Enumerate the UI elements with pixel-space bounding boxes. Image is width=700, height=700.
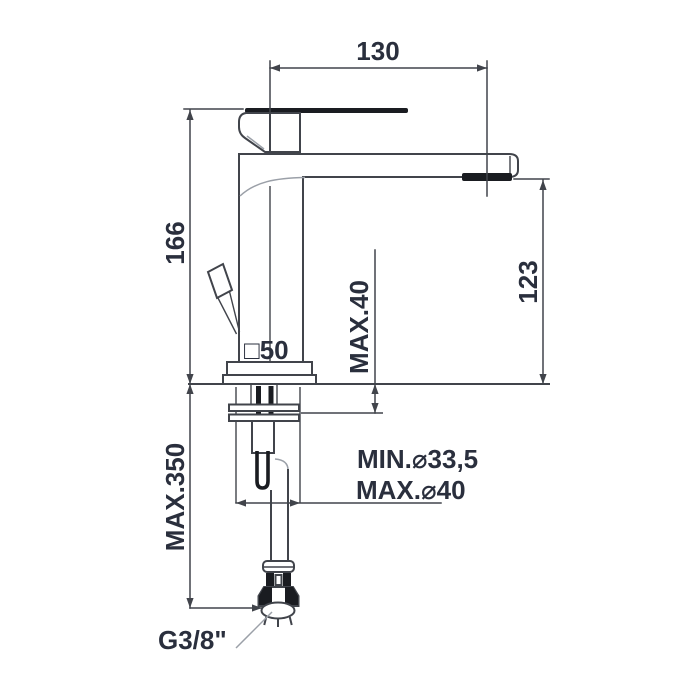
under-deck-assembly [228,385,383,627]
fitting-neck-left [266,573,274,587]
arrowhead [186,384,194,394]
arrowhead [236,499,246,507]
dim-166-text: 166 [160,221,190,264]
hex-nut-shade-left [259,587,272,605]
arrowhead [270,64,280,72]
lever-handle-bar [245,108,408,113]
nut-bottom-face [260,601,296,620]
hole-min-diameter-text: MIN.⌀33,5 [357,444,478,474]
arrowhead [539,180,547,190]
dimension-max350: MAX.350 [160,383,262,612]
label-connection: G3/8" [158,611,273,655]
arrowhead [371,403,379,413]
dim-max350-text: MAX.350 [160,443,190,551]
handle-base-chamfer [246,135,265,150]
arrowhead [371,384,379,394]
arrowhead [186,110,194,120]
arrowhead [252,604,262,612]
hex-nut-shade-right [285,587,298,605]
arrowhead [539,374,547,384]
fitting-neck-right [283,573,291,587]
tailpiece-body [251,420,275,454]
arrowhead [290,499,300,507]
faucet-outline [206,108,519,385]
body-square-text: □50 [244,335,289,365]
spout-and-column-outline [238,153,519,363]
arrowhead [477,64,487,72]
lever-stem-open-position [217,291,241,335]
base-flange [222,374,317,385]
spout-inner-fillet [239,176,306,197]
flexible-hose [270,469,289,562]
threaded-shank [250,385,278,404]
dimension-123: 123 [513,178,550,385]
dimension-max40: MAX.40 [344,249,379,414]
fitting-neck-slot [274,574,283,586]
dim-130-extension-lines [269,60,488,197]
dimension-hole-diameter: MIN.⌀33,5 MAX.⌀40 [235,444,478,507]
arrowhead [186,374,194,384]
clamping-washer-upper [228,403,300,412]
dim-130-text: 130 [356,36,399,66]
label-body-square: □50 [244,335,289,365]
dimension-166: 166 [160,108,244,385]
lever-knob-open-position [206,262,234,300]
dimension-130: 130 [269,36,488,197]
dim-max40-text: MAX.40 [344,280,374,374]
connection-leader-line [235,611,273,649]
connection-text: G3/8" [158,625,227,655]
dim-123-text: 123 [513,260,543,303]
hose-top-curve [274,458,289,471]
supply-pipe-u-tube [255,451,270,490]
arrowhead [186,598,194,608]
thread-tick-marks [263,616,293,627]
hole-max-diameter-text: MAX.⌀40 [356,475,466,505]
